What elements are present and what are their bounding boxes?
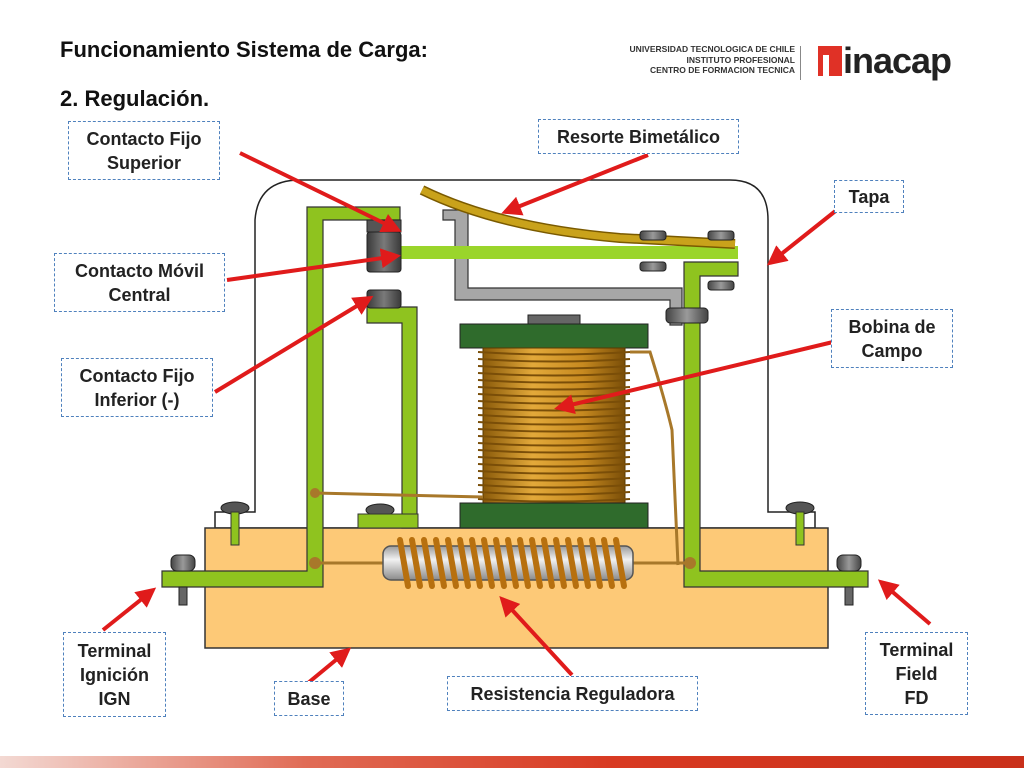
resistor-turn — [541, 537, 555, 589]
resistor-windings — [397, 537, 627, 589]
wire-node-1 — [310, 488, 320, 498]
coil-turn — [477, 463, 631, 468]
resistor-turn — [505, 537, 519, 589]
label-tapa: Tapa — [834, 180, 904, 213]
coil-turn — [477, 379, 631, 384]
coil-turn — [477, 351, 631, 356]
label-resorte-bimetalico: Resorte Bimetálico — [538, 119, 739, 154]
coil-wire — [630, 350, 680, 566]
label-contacto-fijo-superior: Contacto Fijo Superior — [68, 121, 220, 180]
coil-turn — [477, 498, 631, 503]
logo-separator — [800, 46, 801, 80]
coil-turn — [477, 484, 631, 489]
rivet-2 — [639, 261, 667, 272]
arrow-terminal-ign — [101, 587, 157, 632]
armature-bracket — [442, 209, 683, 326]
coil-turn — [477, 449, 631, 454]
coil-turn — [477, 386, 631, 391]
label-terminal-ignicion: Terminal Ignición IGN — [63, 632, 166, 717]
rivet-1 — [639, 230, 667, 241]
coil-turn — [477, 428, 631, 433]
label-contacto-movil-central: Contacto Móvil Central — [54, 253, 225, 312]
resistor-turn — [409, 537, 423, 589]
screw-fd — [836, 554, 862, 606]
institution-line-1: UNIVERSIDAD TECNOLOGICA DE CHILE — [629, 44, 795, 54]
arrow-terminal-fd — [877, 579, 932, 626]
coil-bottom-flange — [459, 502, 649, 529]
coil-turn — [477, 456, 631, 461]
title-line-2: 2. Regulación. — [60, 86, 210, 111]
coil-turn — [477, 477, 631, 482]
label-resistencia-reguladora: Resistencia Reguladora — [447, 676, 698, 711]
resistor-turn — [589, 537, 603, 589]
coil-turn — [477, 372, 631, 377]
screw-mid — [357, 503, 419, 529]
coil-top-flange — [459, 323, 649, 349]
arrow-tapa — [766, 203, 845, 266]
resistor-turn — [445, 537, 459, 589]
resistor-turn — [613, 537, 627, 589]
resistor-turn — [469, 537, 483, 589]
coil-stripes — [477, 351, 631, 503]
coil-turn — [477, 491, 631, 496]
resistor-turn — [553, 537, 567, 589]
institution-line-3: CENTRO DE FORMACION TECNICA — [650, 65, 795, 75]
footer-bar — [0, 756, 1024, 768]
lower-fixed-contact — [366, 289, 402, 309]
resistor-turn — [397, 537, 411, 589]
resistor-turn — [565, 537, 579, 589]
resistor-turn — [457, 537, 471, 589]
label-bobina-de-campo: Bobina de Campo — [831, 309, 953, 368]
label-contacto-fijo-inferior: Contacto Fijo Inferior (-) — [61, 358, 213, 417]
wire-node-2 — [309, 557, 321, 569]
institution-text: UNIVERSIDAD TECNOLOGICA DE CHILE INSTITU… — [610, 44, 795, 76]
screw-top-left — [220, 501, 250, 546]
arrow-contacto-movil — [226, 248, 401, 282]
resistor-turn — [421, 537, 435, 589]
resistor-turn — [517, 537, 531, 589]
rivet-4 — [707, 280, 735, 291]
coil-turn — [477, 358, 631, 363]
screw-ign — [170, 554, 196, 606]
coil-turn — [477, 470, 631, 475]
institution-line-2: INSTITUTO PROFESIONAL — [686, 54, 795, 65]
resistor-turn — [493, 537, 507, 589]
arrow-bobina — [554, 340, 834, 414]
coil-turn — [477, 435, 631, 440]
wire-node-3 — [684, 557, 696, 569]
inacap-logo-text: inacap — [843, 40, 952, 81]
ign-wire — [314, 491, 484, 499]
resistor-turn — [577, 537, 591, 589]
coil-turn — [477, 400, 631, 405]
title-line-1: Funcionamiento Sistema de Carga: — [60, 37, 428, 62]
resistor-turn — [601, 537, 615, 589]
arrow-contacto-fijo-inferior — [213, 295, 374, 394]
moving-contact-arm — [400, 246, 738, 259]
resistor-turn — [433, 537, 447, 589]
rivet-3 — [707, 230, 735, 241]
arrow-resistencia — [499, 596, 574, 677]
arrow-contacto-fijo-superior — [239, 151, 402, 232]
arrow-base — [306, 647, 352, 685]
moving-contact — [366, 231, 402, 273]
inacap-logo-mark — [818, 46, 842, 76]
screw-top-right — [785, 501, 815, 546]
coil-turn — [477, 442, 631, 447]
right-green-frame — [683, 261, 869, 588]
coil-turn — [477, 421, 631, 426]
arrow-resorte-bimetalico — [501, 153, 649, 216]
coil-turn — [477, 414, 631, 419]
rivet-5 — [665, 307, 709, 324]
resistor-turn — [481, 537, 495, 589]
callout-arrows — [101, 151, 932, 685]
label-terminal-field: Terminal Field FD — [865, 632, 968, 715]
resistor-turn — [529, 537, 543, 589]
coil-turn — [477, 365, 631, 370]
label-base: Base — [274, 681, 344, 716]
coil-turn — [477, 407, 631, 412]
